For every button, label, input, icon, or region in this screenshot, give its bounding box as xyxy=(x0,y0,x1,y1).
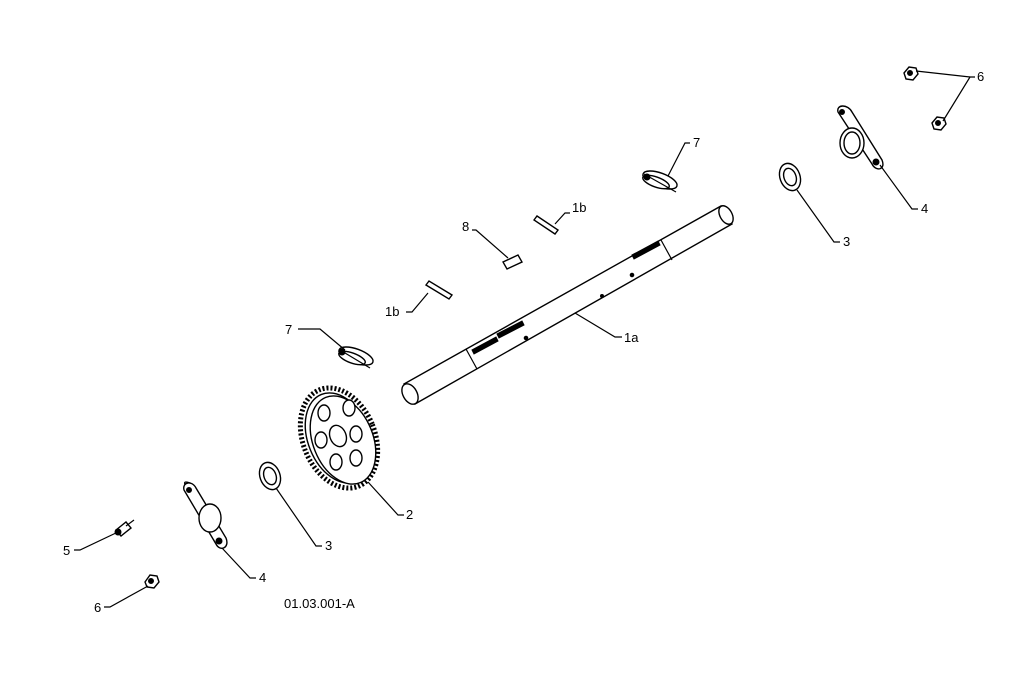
nut-part-6-right-bottom xyxy=(931,116,947,131)
callout-5: 5 xyxy=(63,543,70,558)
key-part-8 xyxy=(502,254,523,270)
callout-1a: 1a xyxy=(624,330,639,345)
callout-7-upper: 7 xyxy=(693,135,700,150)
callout-2: 2 xyxy=(406,507,413,522)
callout-6-left: 6 xyxy=(94,600,101,615)
leader-lines xyxy=(74,70,975,608)
pin-part-1b-lower xyxy=(424,280,454,300)
washer-part-3-left xyxy=(258,461,282,491)
bearing-flange-part-4-right xyxy=(837,105,884,170)
nut-part-6-right-top xyxy=(903,66,919,81)
gear-part-2 xyxy=(297,385,381,491)
washer-part-3-right xyxy=(778,162,802,192)
figure-id: 01.03.001-A xyxy=(284,596,355,611)
bolt-part-5 xyxy=(114,519,135,537)
bearing-flange-part-4-left xyxy=(183,481,228,549)
callout-3-left: 3 xyxy=(325,538,332,553)
pin-part-1b-upper xyxy=(532,215,560,235)
callout-4-right: 4 xyxy=(921,201,928,216)
callout-6-right: 6 xyxy=(977,69,984,84)
callout-4-left: 4 xyxy=(259,570,266,585)
shaft-part-1a xyxy=(401,205,734,405)
clip-pin-part-7-lower xyxy=(338,346,374,369)
callout-8: 8 xyxy=(462,219,469,234)
callout-1b-upper: 1b xyxy=(572,200,586,215)
callout-3-right: 3 xyxy=(843,234,850,249)
clip-pin-part-7-upper xyxy=(642,170,678,193)
callout-7-lower: 7 xyxy=(285,322,292,337)
callout-1b-lower: 1b xyxy=(385,304,399,319)
